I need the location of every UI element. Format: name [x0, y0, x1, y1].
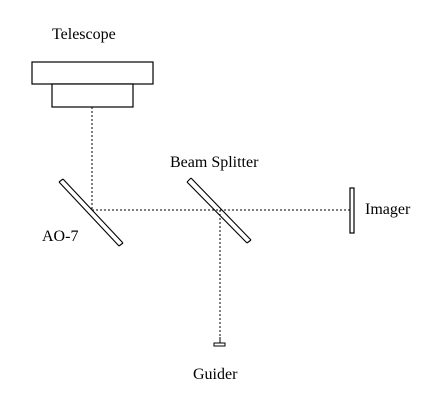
beam-splitter-mirror: [186, 177, 252, 244]
guider-detector: [213, 337, 226, 347]
ao7-mirror: [58, 178, 124, 247]
ao7-label: AO-7: [42, 228, 79, 245]
beam-splitter-label: Beam Splitter: [170, 154, 259, 171]
imager-detector: [349, 187, 355, 234]
guider-label: Guider: [193, 366, 238, 383]
telescope-label: Telescope: [52, 26, 116, 43]
imager-label: Imager: [365, 201, 411, 218]
telescope-lower-tube: [51, 83, 134, 108]
telescope-upper-tube: [31, 61, 154, 85]
